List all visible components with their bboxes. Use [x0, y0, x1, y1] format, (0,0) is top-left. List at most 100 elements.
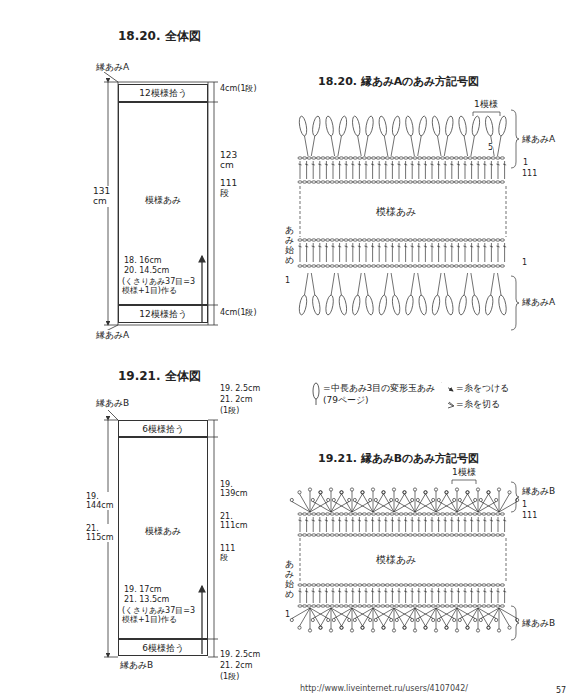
chain-symbol: [413, 239, 417, 241]
double-crochet-symbol: [457, 520, 460, 521]
chain-symbol: [441, 157, 445, 159]
puff-stitch-symbol: [338, 116, 348, 137]
part-name: 縁あみA: [96, 330, 129, 340]
dimension-line: [214, 420, 215, 657]
chain-symbol: [330, 265, 334, 267]
brace: [511, 276, 519, 330]
chain-symbol: [491, 605, 495, 607]
double-crochet-symbol: [364, 520, 367, 521]
picot-symbol: [413, 629, 416, 632]
puff-stitch-symbol: [431, 116, 441, 137]
picot-symbol: [508, 626, 511, 629]
chain-symbol: [316, 157, 320, 159]
chain-symbol: [418, 584, 422, 586]
part-name: 縁あみA: [96, 62, 129, 72]
chain-symbol: [482, 534, 486, 536]
double-crochet-symbol: [424, 591, 427, 592]
stitch-stroke: [363, 608, 374, 626]
chain-symbol: [349, 534, 353, 536]
double-crochet-symbol: [437, 164, 440, 165]
chain-symbol: [339, 605, 343, 607]
double-crochet-symbol: [458, 588, 459, 603]
double-crochet-symbol: [445, 588, 446, 603]
double-crochet-symbol: [313, 161, 314, 179]
edging-band: 12模様拾う: [118, 305, 208, 323]
picot-symbol: [445, 491, 448, 494]
double-crochet-symbol: [465, 517, 466, 532]
row-number: 1: [285, 276, 290, 285]
repeat-bracket: [473, 112, 474, 116]
picot-symbol: [369, 498, 372, 501]
chain-symbol: [390, 239, 394, 241]
double-crochet-symbol: [378, 246, 381, 247]
chain-symbol: [468, 239, 472, 241]
chain-symbol: [303, 605, 307, 607]
chain-symbol: [450, 239, 454, 241]
double-crochet-symbol: [359, 243, 360, 262]
double-crochet-symbol: [478, 588, 479, 603]
chain-symbol: [390, 181, 394, 183]
picot-symbol: [403, 626, 406, 629]
double-crochet-symbol: [411, 591, 414, 592]
double-crochet-symbol: [379, 243, 380, 262]
double-crochet-symbol: [411, 520, 414, 521]
chain-symbol: [353, 534, 357, 536]
node-text: 6模様拾う: [119, 643, 207, 653]
double-crochet-symbol: [470, 246, 473, 247]
double-crochet-symbol: [392, 243, 393, 262]
chain-symbol: [436, 605, 440, 607]
double-crochet-symbol: [412, 161, 413, 179]
picot-symbol: [353, 618, 356, 621]
repeat-bracket: [473, 112, 500, 113]
chain-symbol: [353, 239, 357, 241]
stitch-stroke: [447, 494, 458, 512]
double-crochet-symbol: [379, 588, 380, 603]
chain-symbol: [477, 605, 481, 607]
stitch-stroke: [415, 491, 416, 512]
chain-symbol: [372, 181, 376, 183]
dimension: 21. 115cm: [86, 524, 110, 542]
chain-symbol: [339, 181, 343, 183]
stitch-stroke: [394, 608, 395, 629]
double-crochet-symbol: [450, 591, 453, 592]
chain-symbol: [362, 239, 366, 241]
chain-symbol: [422, 157, 426, 159]
chain-symbol: [477, 157, 481, 159]
dimension: 131 cm: [93, 186, 113, 207]
chain-symbol: [385, 584, 389, 586]
chain-symbol: [390, 157, 394, 159]
chain-symbol: [399, 265, 403, 267]
picot-symbol: [374, 618, 377, 621]
chain-symbol: [436, 265, 440, 267]
double-crochet-symbol: [333, 588, 334, 603]
double-crochet-symbol: [397, 520, 400, 521]
chain-symbol: [482, 265, 486, 267]
chain-symbol: [312, 239, 316, 241]
chain-symbol: [422, 265, 426, 267]
chain-symbol: [381, 605, 385, 607]
chain-symbol: [367, 605, 371, 607]
chain-symbol: [454, 181, 458, 183]
stitch-stroke: [457, 491, 458, 512]
dimension: 111段: [220, 178, 236, 199]
double-crochet-symbol: [471, 243, 472, 262]
double-crochet-symbol: [358, 246, 361, 247]
double-crochet-symbol: [451, 588, 452, 603]
picot-symbol: [466, 626, 469, 629]
chain-symbol: [335, 534, 339, 536]
double-crochet-symbol: [432, 588, 433, 603]
double-crochet-symbol: [498, 588, 499, 603]
double-crochet-symbol: [424, 246, 427, 247]
watermark: http://www.liveinternet.ru/users/4107042…: [300, 684, 468, 693]
double-crochet-symbol: [503, 591, 506, 592]
chain-symbol: [385, 239, 389, 241]
picot-symbol: [476, 488, 479, 491]
puff-stitch-symbol: [311, 295, 321, 316]
chain-symbol: [335, 265, 339, 267]
double-crochet-symbol: [458, 243, 459, 262]
chain-symbol: [454, 584, 458, 586]
double-crochet-symbol: [477, 591, 480, 592]
chain-symbol: [307, 534, 311, 536]
stitch-stroke: [418, 136, 422, 156]
chain-symbol: [464, 534, 468, 536]
